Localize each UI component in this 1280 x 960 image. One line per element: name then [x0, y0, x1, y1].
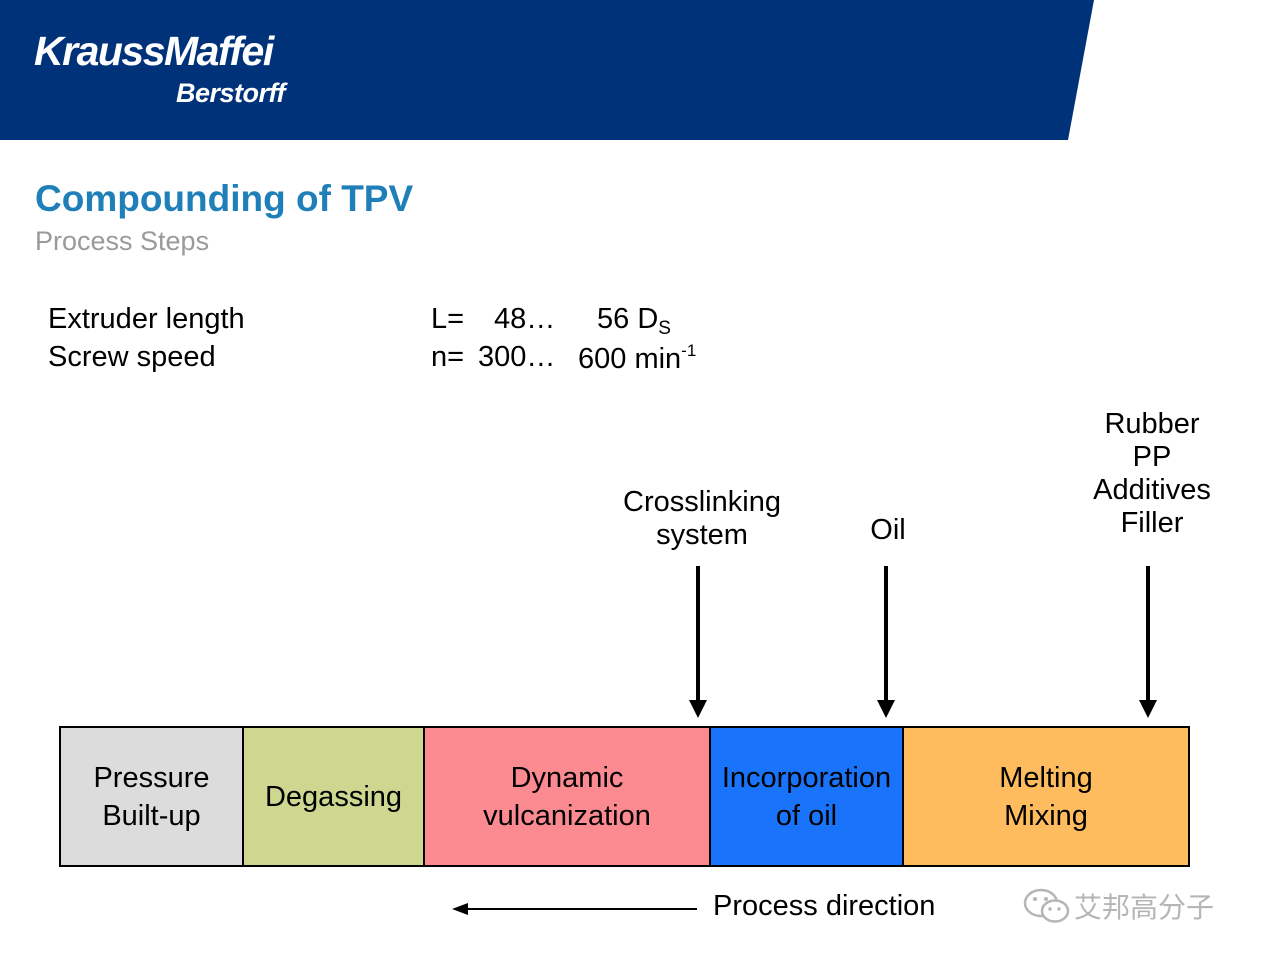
param-to-extruder-length: 56 DS	[597, 303, 671, 340]
feed-arrow-crosslinking	[689, 566, 707, 718]
step-label-line: vulcanization	[483, 799, 651, 832]
input-label-crosslinking-system: Crosslinking system	[602, 486, 802, 552]
param-to-superscript: -1	[681, 341, 697, 360]
header-banner: KraussMaffei Berstorff	[0, 0, 1280, 140]
input-label-line: Crosslinking	[623, 486, 781, 518]
step-label-line: Pressure	[93, 761, 210, 794]
input-label-line: Rubber	[1104, 408, 1200, 440]
wechat-icon	[1023, 888, 1070, 923]
input-label-line: PP	[1132, 441, 1172, 473]
watermark: 艾邦高分子	[1022, 886, 1214, 926]
param-label-screw-speed: Screw speed	[48, 341, 216, 373]
param-to-subscript: S	[658, 318, 671, 339]
step-incorporation-of-oil: Incorporation of oil	[711, 728, 904, 865]
brand-logo-main: KraussMaffei	[34, 28, 274, 74]
feed-arrow-rubber	[1139, 566, 1157, 718]
step-melting-mixing: Melting Mixing	[904, 728, 1188, 865]
step-dynamic-vulcanization: Dynamic vulcanization	[425, 728, 711, 865]
step-label-line: Incorporation	[721, 761, 892, 794]
step-label-line: Degassing	[264, 780, 403, 813]
step-label-line: Dynamic	[510, 761, 624, 794]
input-label-rubber-pp-additives-filler: Rubber PP Additives Filler	[1072, 408, 1232, 540]
process-direction-label: Process direction	[713, 890, 936, 922]
step-degassing: Degassing	[244, 728, 425, 865]
input-label-line: system	[656, 519, 748, 551]
banner-polygon	[0, 0, 1094, 140]
slide-subtitle: Process Steps	[35, 226, 210, 256]
param-to-screw-speed: 600 min-1	[578, 341, 696, 376]
param-from-screw-speed: 300…	[478, 341, 556, 373]
param-from-extruder-length: 48…	[494, 303, 556, 335]
process-direction-arrow	[452, 903, 697, 915]
param-prefix-extruder-length: L=	[431, 303, 465, 335]
step-label-line: Built-up	[102, 799, 201, 832]
param-to-value: 600 min	[578, 343, 682, 375]
process-steps-bar: Pressure Built-up Degassing Dynamic vulc…	[59, 726, 1190, 867]
param-prefix-screw-speed: n=	[431, 341, 465, 373]
param-label-extruder-length: Extruder length	[48, 303, 245, 335]
feed-arrow-oil	[877, 566, 895, 718]
slide-title: Compounding of TPV	[35, 178, 414, 219]
step-label-line: of oil	[775, 799, 838, 832]
brand-logo-sub: Berstorff	[176, 78, 286, 108]
step-pressure-built-up: Pressure Built-up	[61, 728, 244, 865]
step-label-line: Melting	[999, 761, 1093, 794]
watermark-text: 艾邦高分子	[1074, 892, 1215, 923]
input-label-oil: Oil	[848, 514, 928, 547]
input-label-line: Additives	[1093, 474, 1211, 506]
banner-shape	[0, 0, 1094, 140]
param-to-value: 56 D	[597, 303, 659, 335]
input-label-line: Oil	[870, 514, 906, 546]
step-label-line: Mixing	[1004, 799, 1088, 832]
input-label-line: Filler	[1120, 507, 1184, 539]
